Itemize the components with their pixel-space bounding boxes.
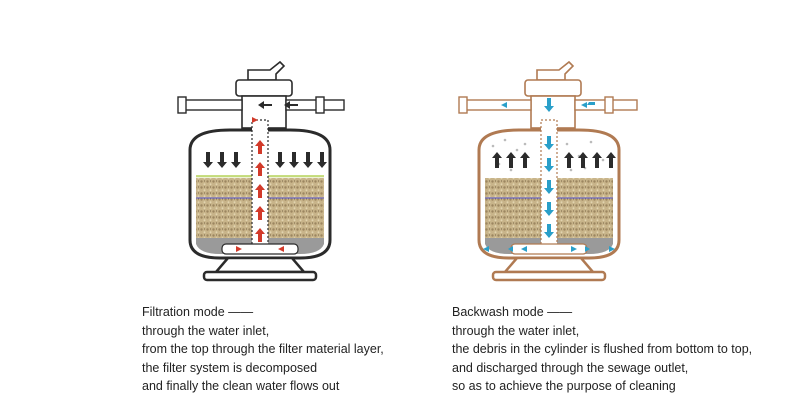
red-up-arrows bbox=[228, 117, 292, 252]
debris-particles bbox=[491, 138, 605, 172]
filtration-tank-diagram bbox=[177, 60, 345, 282]
backwash-line-4: so as to achieve the purpose of cleaning bbox=[452, 379, 676, 393]
backwash-title: Backwash mode —— bbox=[452, 305, 573, 319]
valve-handle bbox=[247, 60, 286, 81]
bottom-manifold bbox=[221, 243, 299, 255]
up-arrows bbox=[492, 152, 616, 168]
backwash-caption: Backwash mode —— through the water inlet… bbox=[452, 303, 752, 396]
filtration-caption: Filtration mode —— through the water inl… bbox=[142, 303, 384, 396]
filtration-title: Filtration mode —— bbox=[142, 305, 254, 319]
backwash-line-1: through the water inlet, bbox=[452, 323, 580, 338]
blue-down-arrows bbox=[483, 98, 615, 252]
backwash-panel: Backwash mode —— through the water inlet… bbox=[420, 0, 790, 403]
backwash-line-3: and discharged through the sewage outlet… bbox=[452, 360, 689, 375]
down-arrows bbox=[203, 152, 327, 168]
backwash-tank-diagram bbox=[458, 60, 638, 282]
filtration-line-3: the filter system is decomposed bbox=[142, 360, 318, 375]
valve-body bbox=[524, 79, 582, 97]
filtration-panel: Filtration mode —— through the water inl… bbox=[142, 60, 384, 396]
tank-stand bbox=[213, 256, 307, 274]
outlet-pipe-left bbox=[464, 99, 532, 111]
valve-body bbox=[235, 79, 293, 97]
filtration-line-4: and finally the clean water flows out bbox=[142, 379, 340, 393]
filtration-line-2: from the top through the filter material… bbox=[142, 342, 384, 356]
filtration-line-1: through the water inlet, bbox=[142, 323, 270, 338]
tank-stand bbox=[502, 256, 596, 274]
valve-handle bbox=[536, 60, 575, 81]
outlet-pipe-left bbox=[183, 99, 243, 111]
backwash-line-2: the debris in the cylinder is flushed fr… bbox=[452, 342, 753, 356]
